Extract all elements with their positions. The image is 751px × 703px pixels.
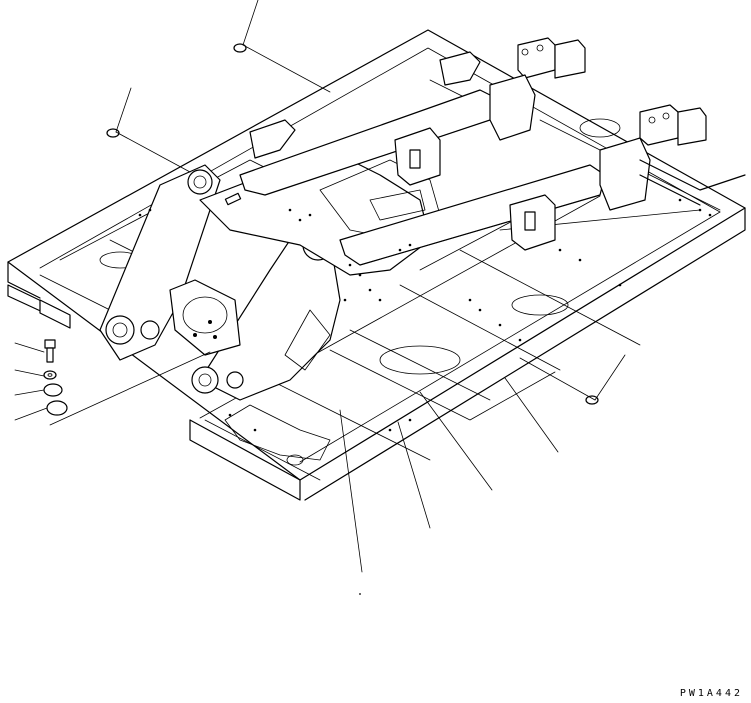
rivet-holes bbox=[138, 198, 712, 432]
long-beams bbox=[239, 89, 606, 266]
boom-bracket-left bbox=[99, 164, 221, 361]
frame-brackets bbox=[249, 51, 556, 251]
leader-lines bbox=[14, 0, 626, 595]
rear-mounts bbox=[489, 37, 746, 211]
drawing-code: PW1A442 bbox=[679, 688, 743, 699]
hardware-parts bbox=[43, 43, 599, 416]
